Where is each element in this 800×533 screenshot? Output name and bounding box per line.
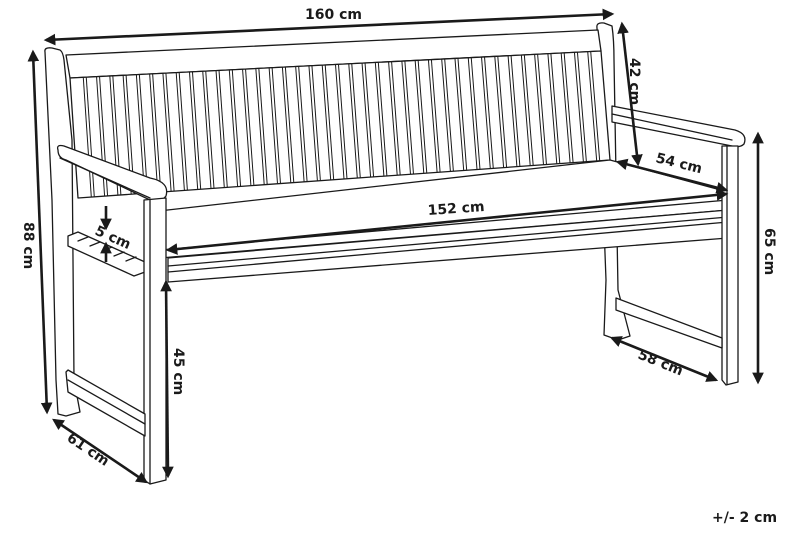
label-overall-height: 88 cm <box>20 222 36 269</box>
dim-leg-depth <box>609 336 719 382</box>
label-overall-width: 160 cm <box>305 7 362 23</box>
right-front-leg <box>721 145 739 386</box>
left-front-leg <box>143 197 167 485</box>
label-leg-depth: 58 cm <box>636 347 686 380</box>
dim-seat-height <box>160 279 174 479</box>
dim-seat-depth <box>615 158 729 194</box>
tolerance-note: +/- 2 cm <box>712 510 777 526</box>
dim-seat-width <box>165 189 729 255</box>
label-seat-height: 45 cm <box>170 348 186 395</box>
left-back-post <box>44 47 81 417</box>
dim-backrest-height <box>617 21 643 167</box>
label-seat-width: 152 cm <box>427 199 485 219</box>
dim-overall-width <box>43 8 615 46</box>
label-backrest-height: 42 cm <box>626 58 642 105</box>
label-overall-depth: 61 cm <box>64 430 112 470</box>
dimension-lines <box>27 8 764 484</box>
label-armrest-height: 65 cm <box>761 228 777 275</box>
dim-overall-depth <box>52 418 148 484</box>
dim-overall-height <box>27 49 53 415</box>
right-lower-stretcher <box>615 297 723 349</box>
